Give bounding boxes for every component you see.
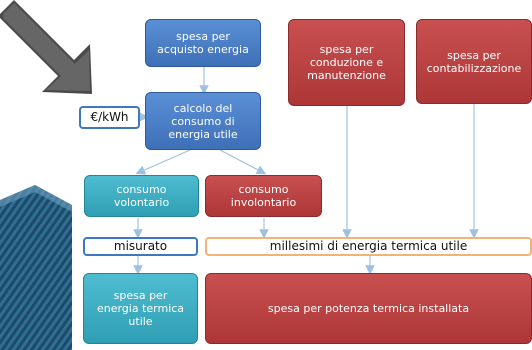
label-spesa-conduzione: spesa per conduzione e manutenzione — [307, 43, 386, 82]
box-consumo-volontario: consumo volontario — [84, 175, 199, 217]
striped-ribbon-decoration — [0, 185, 72, 350]
label-consumo-involontario: consumo involontario — [230, 183, 297, 209]
label-millesimi: millesimi di energia termica utile — [269, 239, 468, 253]
label-unit: €/kWh — [90, 110, 129, 124]
box-spesa-conduzione: spesa per conduzione e manutenzione — [288, 19, 405, 106]
ribbon-shadow — [0, 185, 72, 212]
box-misurato: misurato — [83, 237, 198, 256]
label-misurato: misurato — [113, 239, 168, 253]
label-calcolo-consumo: calcolo del consumo di energia utile — [168, 101, 238, 141]
label-spesa-potenza-termica: spesa per potenza termica installata — [267, 302, 470, 315]
box-unit-eur-kwh: €/kWh — [79, 106, 140, 129]
label-spesa-contabilizzazione: spesa per contabilizzazione — [426, 48, 522, 75]
box-consumo-involontario: consumo involontario — [205, 175, 322, 217]
label-consumo-volontario: consumo volontario — [113, 183, 170, 209]
big-diagonal-arrow-icon — [0, 0, 92, 94]
box-calcolo-consumo: calcolo del consumo di energia utile — [145, 92, 261, 150]
label-spesa-acquisto-energia: spesa per acquisto energia — [157, 30, 249, 56]
box-spesa-acquisto-energia: spesa per acquisto energia — [145, 19, 261, 67]
box-spesa-energia-termica-utile: spesa per energia termica utile — [83, 273, 198, 344]
label-spesa-energia-termica-utile: spesa per energia termica utile — [96, 289, 185, 328]
box-millesimi: millesimi di energia termica utile — [205, 237, 532, 256]
connector-arrows — [133, 66, 479, 275]
box-spesa-potenza-termica: spesa per potenza termica installata — [205, 273, 532, 344]
box-spesa-contabilizzazione: spesa per contabilizzazione — [416, 19, 532, 104]
